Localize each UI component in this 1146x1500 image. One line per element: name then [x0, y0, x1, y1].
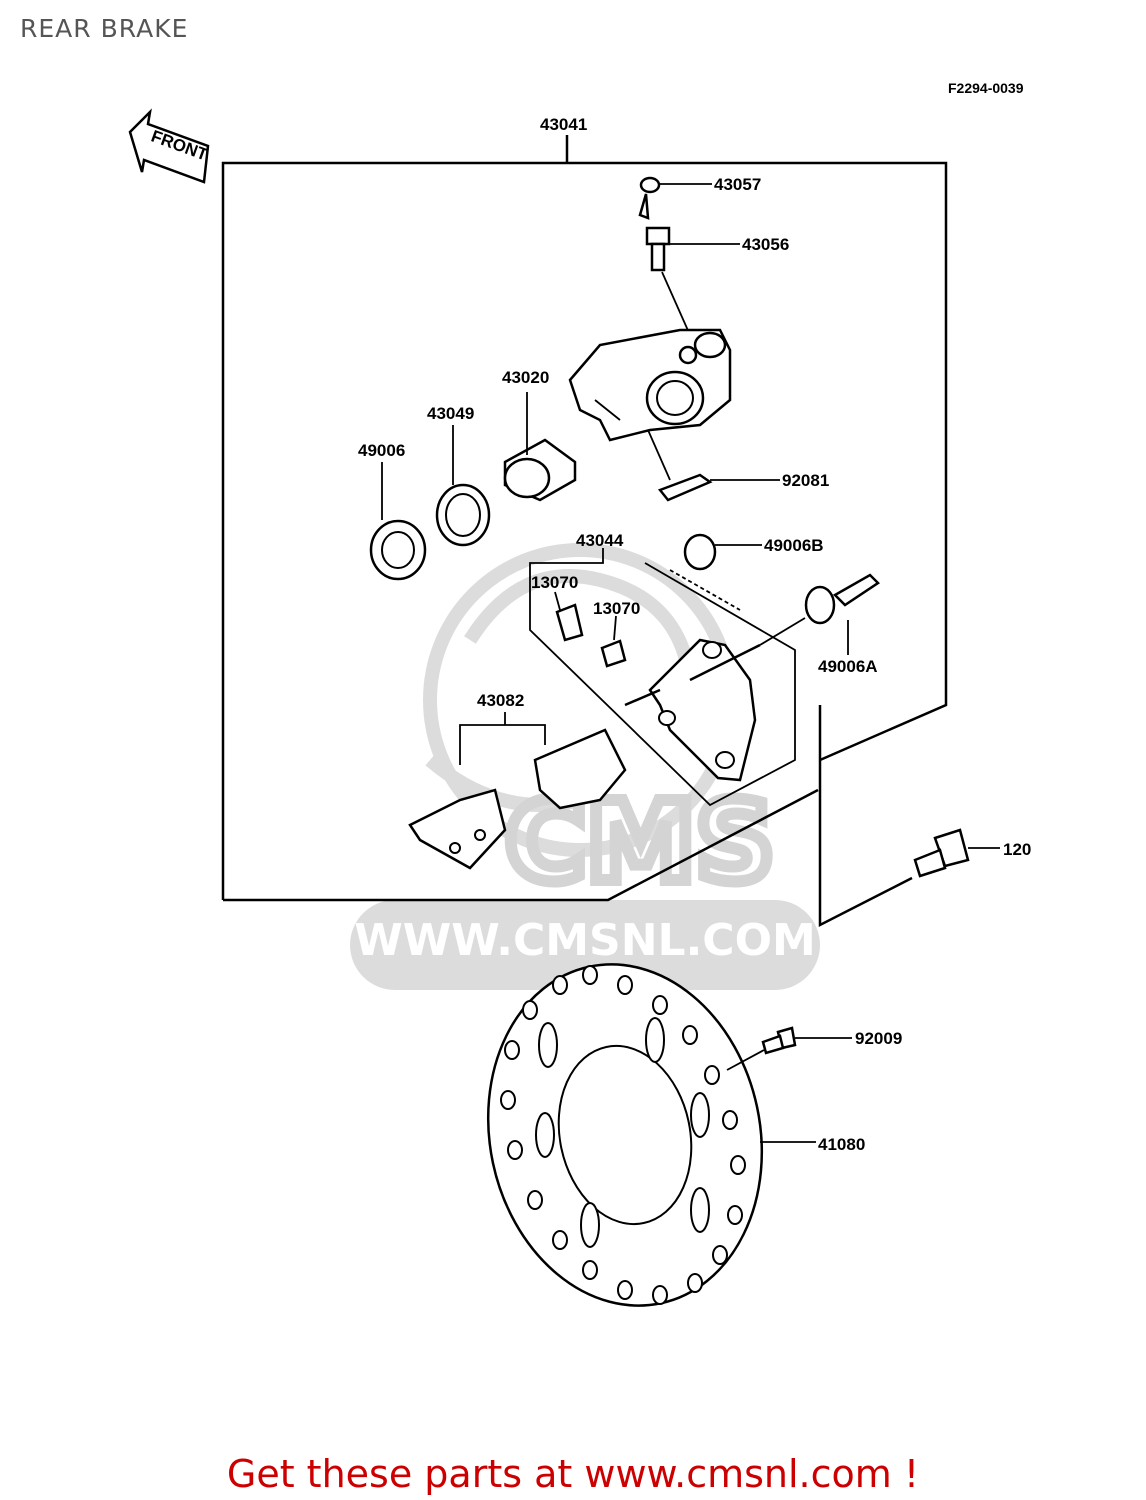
piston-43020: [503, 392, 577, 502]
label-43044: 43044: [576, 531, 624, 550]
watermark-url: WWW.CMSNL.COM: [354, 915, 816, 966]
label-92081: 92081: [782, 471, 829, 490]
figure-code: F2294-0039: [948, 80, 1024, 96]
bolt-120: [818, 705, 1000, 928]
label-13070-b: 13070: [593, 599, 640, 618]
page-title: REAR BRAKE: [20, 14, 189, 43]
seal-43049: [435, 425, 491, 547]
label-49006B: 49006B: [764, 536, 824, 555]
clip-13070-b: [600, 615, 627, 668]
bleeder-cap-43057: [638, 176, 712, 220]
label-43056: 43056: [742, 235, 789, 254]
pin-49006A: [759, 573, 880, 655]
front-arrow-icon: FRONT: [128, 108, 211, 184]
footer-link[interactable]: Get these parts at www.cmsnl.com !: [226, 1452, 920, 1496]
label-43082: 43082: [477, 691, 524, 710]
screw-92009: [726, 1026, 852, 1071]
watermark-logo: CMS: [505, 778, 774, 906]
label-43020: 43020: [502, 368, 549, 387]
clip-13070-a: [554, 591, 584, 642]
label-13070-a: 13070: [531, 573, 578, 592]
brake-pads-43082: [408, 712, 627, 870]
label-43041: 43041: [540, 115, 587, 134]
assembly-43041-bracket: [221, 135, 948, 902]
bleeder-valve-43056: [645, 226, 740, 336]
boot-49006B: [669, 533, 762, 611]
caliper-bracket-plate: [624, 638, 761, 782]
label-120: 120: [1003, 840, 1031, 859]
spring-92081: [657, 473, 780, 502]
assembly-43044-bracket: [529, 548, 796, 807]
parts-diagram: WWW.CMSNL.COM CMS FRONT 43041 43057 4305…: [128, 108, 1031, 1307]
dust-boot-49006: [369, 462, 427, 581]
label-41080: 41080: [818, 1135, 865, 1154]
label-43049: 43049: [427, 404, 474, 423]
label-43057: 43057: [714, 175, 761, 194]
label-49006A: 49006A: [818, 657, 878, 676]
label-49006: 49006: [358, 441, 405, 460]
caliper-body: [568, 328, 732, 481]
brake-disc-41080: [486, 963, 816, 1307]
label-92009: 92009: [855, 1029, 902, 1048]
